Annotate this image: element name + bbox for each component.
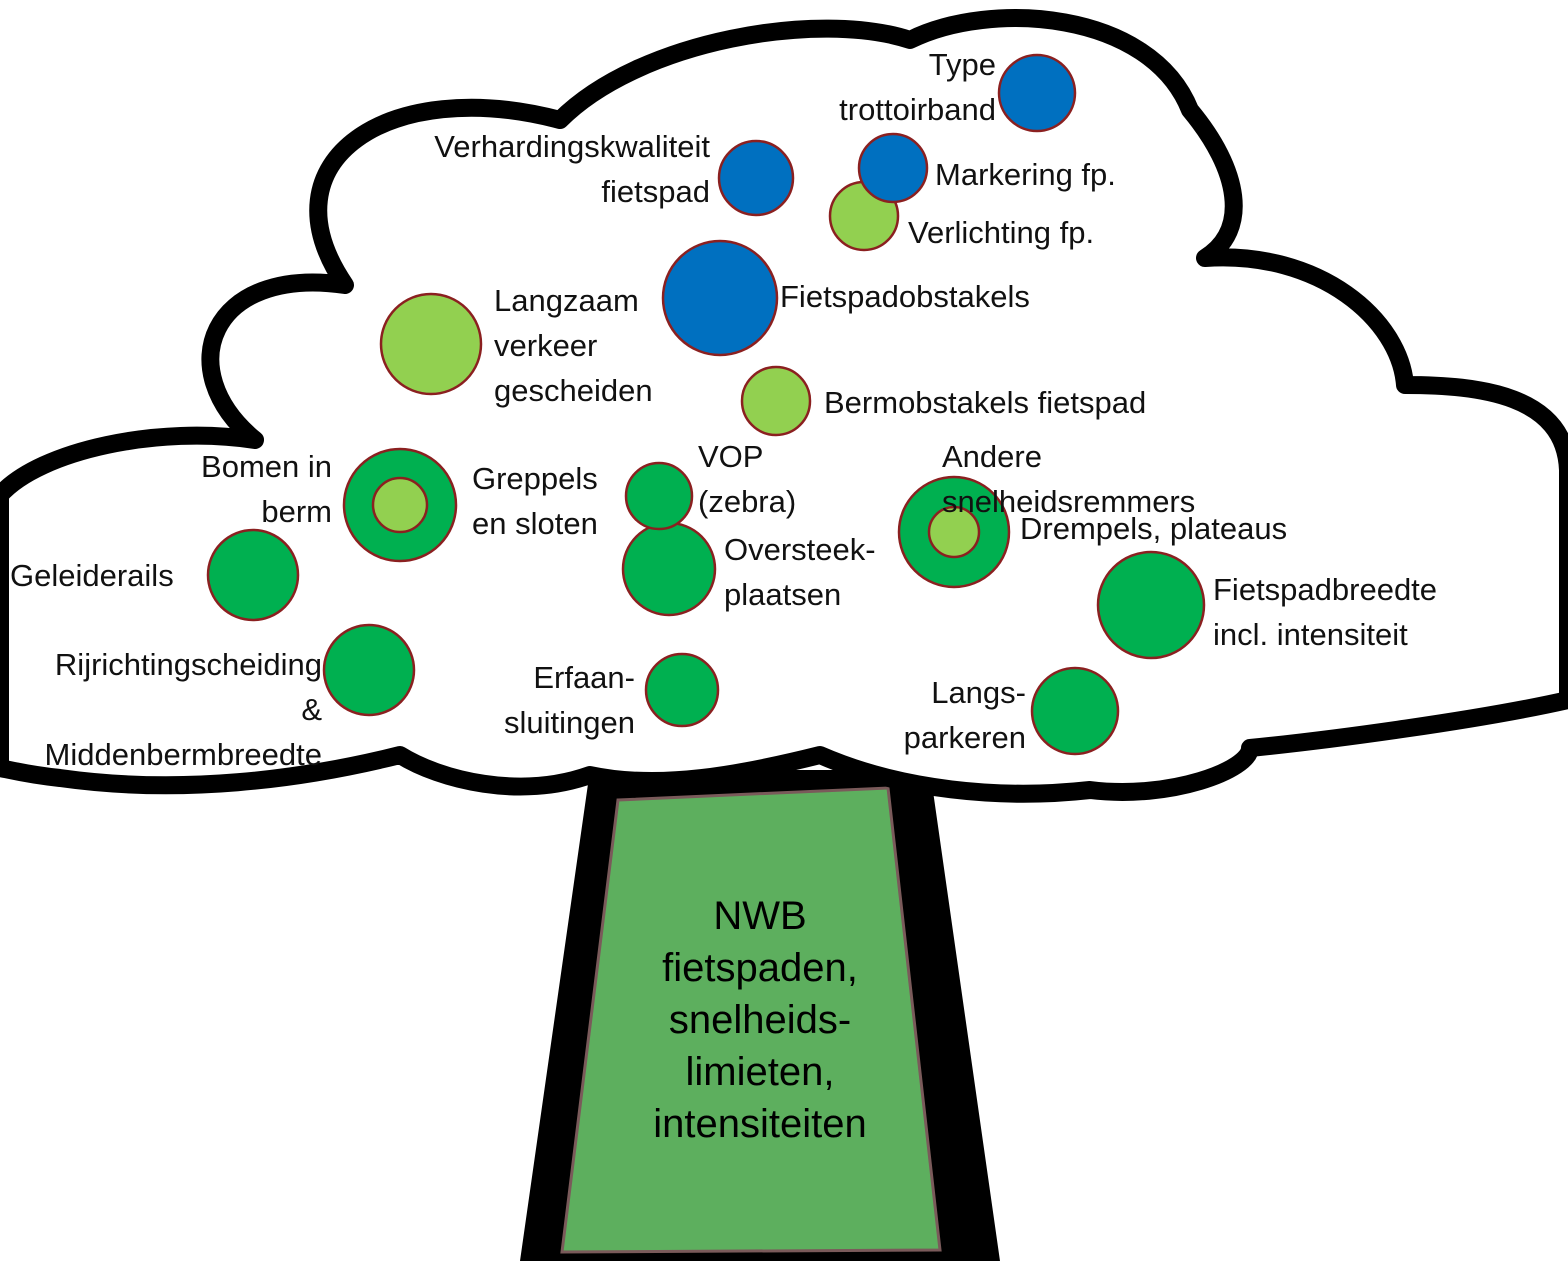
label-bermobstakels: Bermobstakels fietspad	[824, 385, 1147, 420]
node-circle-type-trottoirband	[997, 53, 1077, 133]
node-circle-fietspadobstakels	[661, 239, 779, 357]
node-circle-langsparkeren	[1030, 666, 1120, 756]
label-bomen-in-berm: Bomen in berm	[201, 449, 332, 529]
node-inner-circle-bomen-greppels	[371, 476, 429, 534]
node-circle-vop	[624, 461, 694, 531]
node-circle-geleiderails	[206, 528, 300, 622]
label-vop: VOP (zebra)	[698, 439, 797, 519]
label-langsparkeren: Langs- parkeren	[903, 675, 1026, 755]
trunk-label: NWB fietspaden, snelheids- limieten, int…	[653, 894, 867, 1146]
label-rijrichtingscheiding: Rijrichtingscheiding & Middenbermbreedte	[44, 647, 322, 772]
node-inner-circle-snelheidsremmers	[927, 505, 981, 559]
label-markering: Markering fp.	[935, 157, 1116, 192]
node-circle-langzaam-verkeer	[379, 292, 483, 396]
label-geleiderails: Geleiderails	[10, 558, 174, 593]
node-circle-rijrichtingscheiding	[322, 623, 416, 717]
label-drempels-plateaus: Drempels, plateaus	[1020, 511, 1288, 546]
node-circle-oversteekplaatsen	[621, 521, 717, 617]
label-oversteekplaatsen: Oversteek- plaatsen	[724, 532, 876, 612]
node-circle-bermobstakels	[740, 365, 812, 437]
label-erfaansluitingen: Erfaan- sluitingen	[504, 660, 635, 740]
label-fietspadbreedte: Fietspadbreedte incl. intensiteit	[1213, 572, 1438, 652]
node-circle-verhardingskwaliteit	[717, 139, 795, 217]
label-langzaam-verkeer: Langzaam verkeer gescheiden	[494, 283, 653, 408]
node-circle-markering	[857, 132, 929, 204]
label-greppels-sloten: Greppels en sloten	[472, 461, 598, 541]
label-verhardingskwaliteit: Verhardingskwaliteit fietspad	[434, 129, 710, 209]
label-verlichting: Verlichting fp.	[908, 215, 1095, 250]
label-andere-snelheidsremmers: Andere snelheidsremmers	[942, 439, 1196, 519]
label-type-trottoirband: Type trottoirband	[839, 47, 996, 127]
label-fietspadobstakels: Fietspadobstakels	[780, 279, 1030, 314]
node-circle-fietspadbreedte	[1096, 550, 1206, 660]
tree-trunk	[560, 786, 942, 1254]
node-circle-erfaansluitingen	[644, 652, 720, 728]
